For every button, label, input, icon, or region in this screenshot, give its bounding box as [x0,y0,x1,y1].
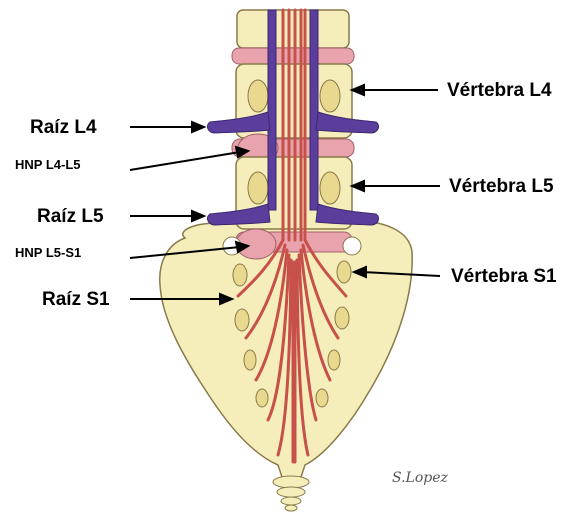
label-vertebra-l4: Vértebra L4 [447,80,552,102]
coccyx-segment [277,487,305,497]
artist-signature: S.Lopez [392,470,448,486]
disc-l3-l4 [232,48,354,64]
label-hnp-l4-l5: HNP L4-L5 [15,157,81,172]
label-hnp-l5-s1: HNP L5-S1 [15,245,81,260]
coccyx-segment [285,505,297,511]
coccyx-segment [281,497,301,505]
label-vertebra-s1: Vértebra S1 [451,266,557,288]
label-raiz-s1: Raíz S1 [42,289,110,311]
label-vertebra-l5: Vértebra L5 [449,176,554,198]
label-raiz-l5: Raíz L5 [37,206,104,228]
coccyx-segment [273,476,309,488]
vertebra-l3 [237,10,349,48]
label-raiz-l4: Raíz L4 [30,117,97,139]
